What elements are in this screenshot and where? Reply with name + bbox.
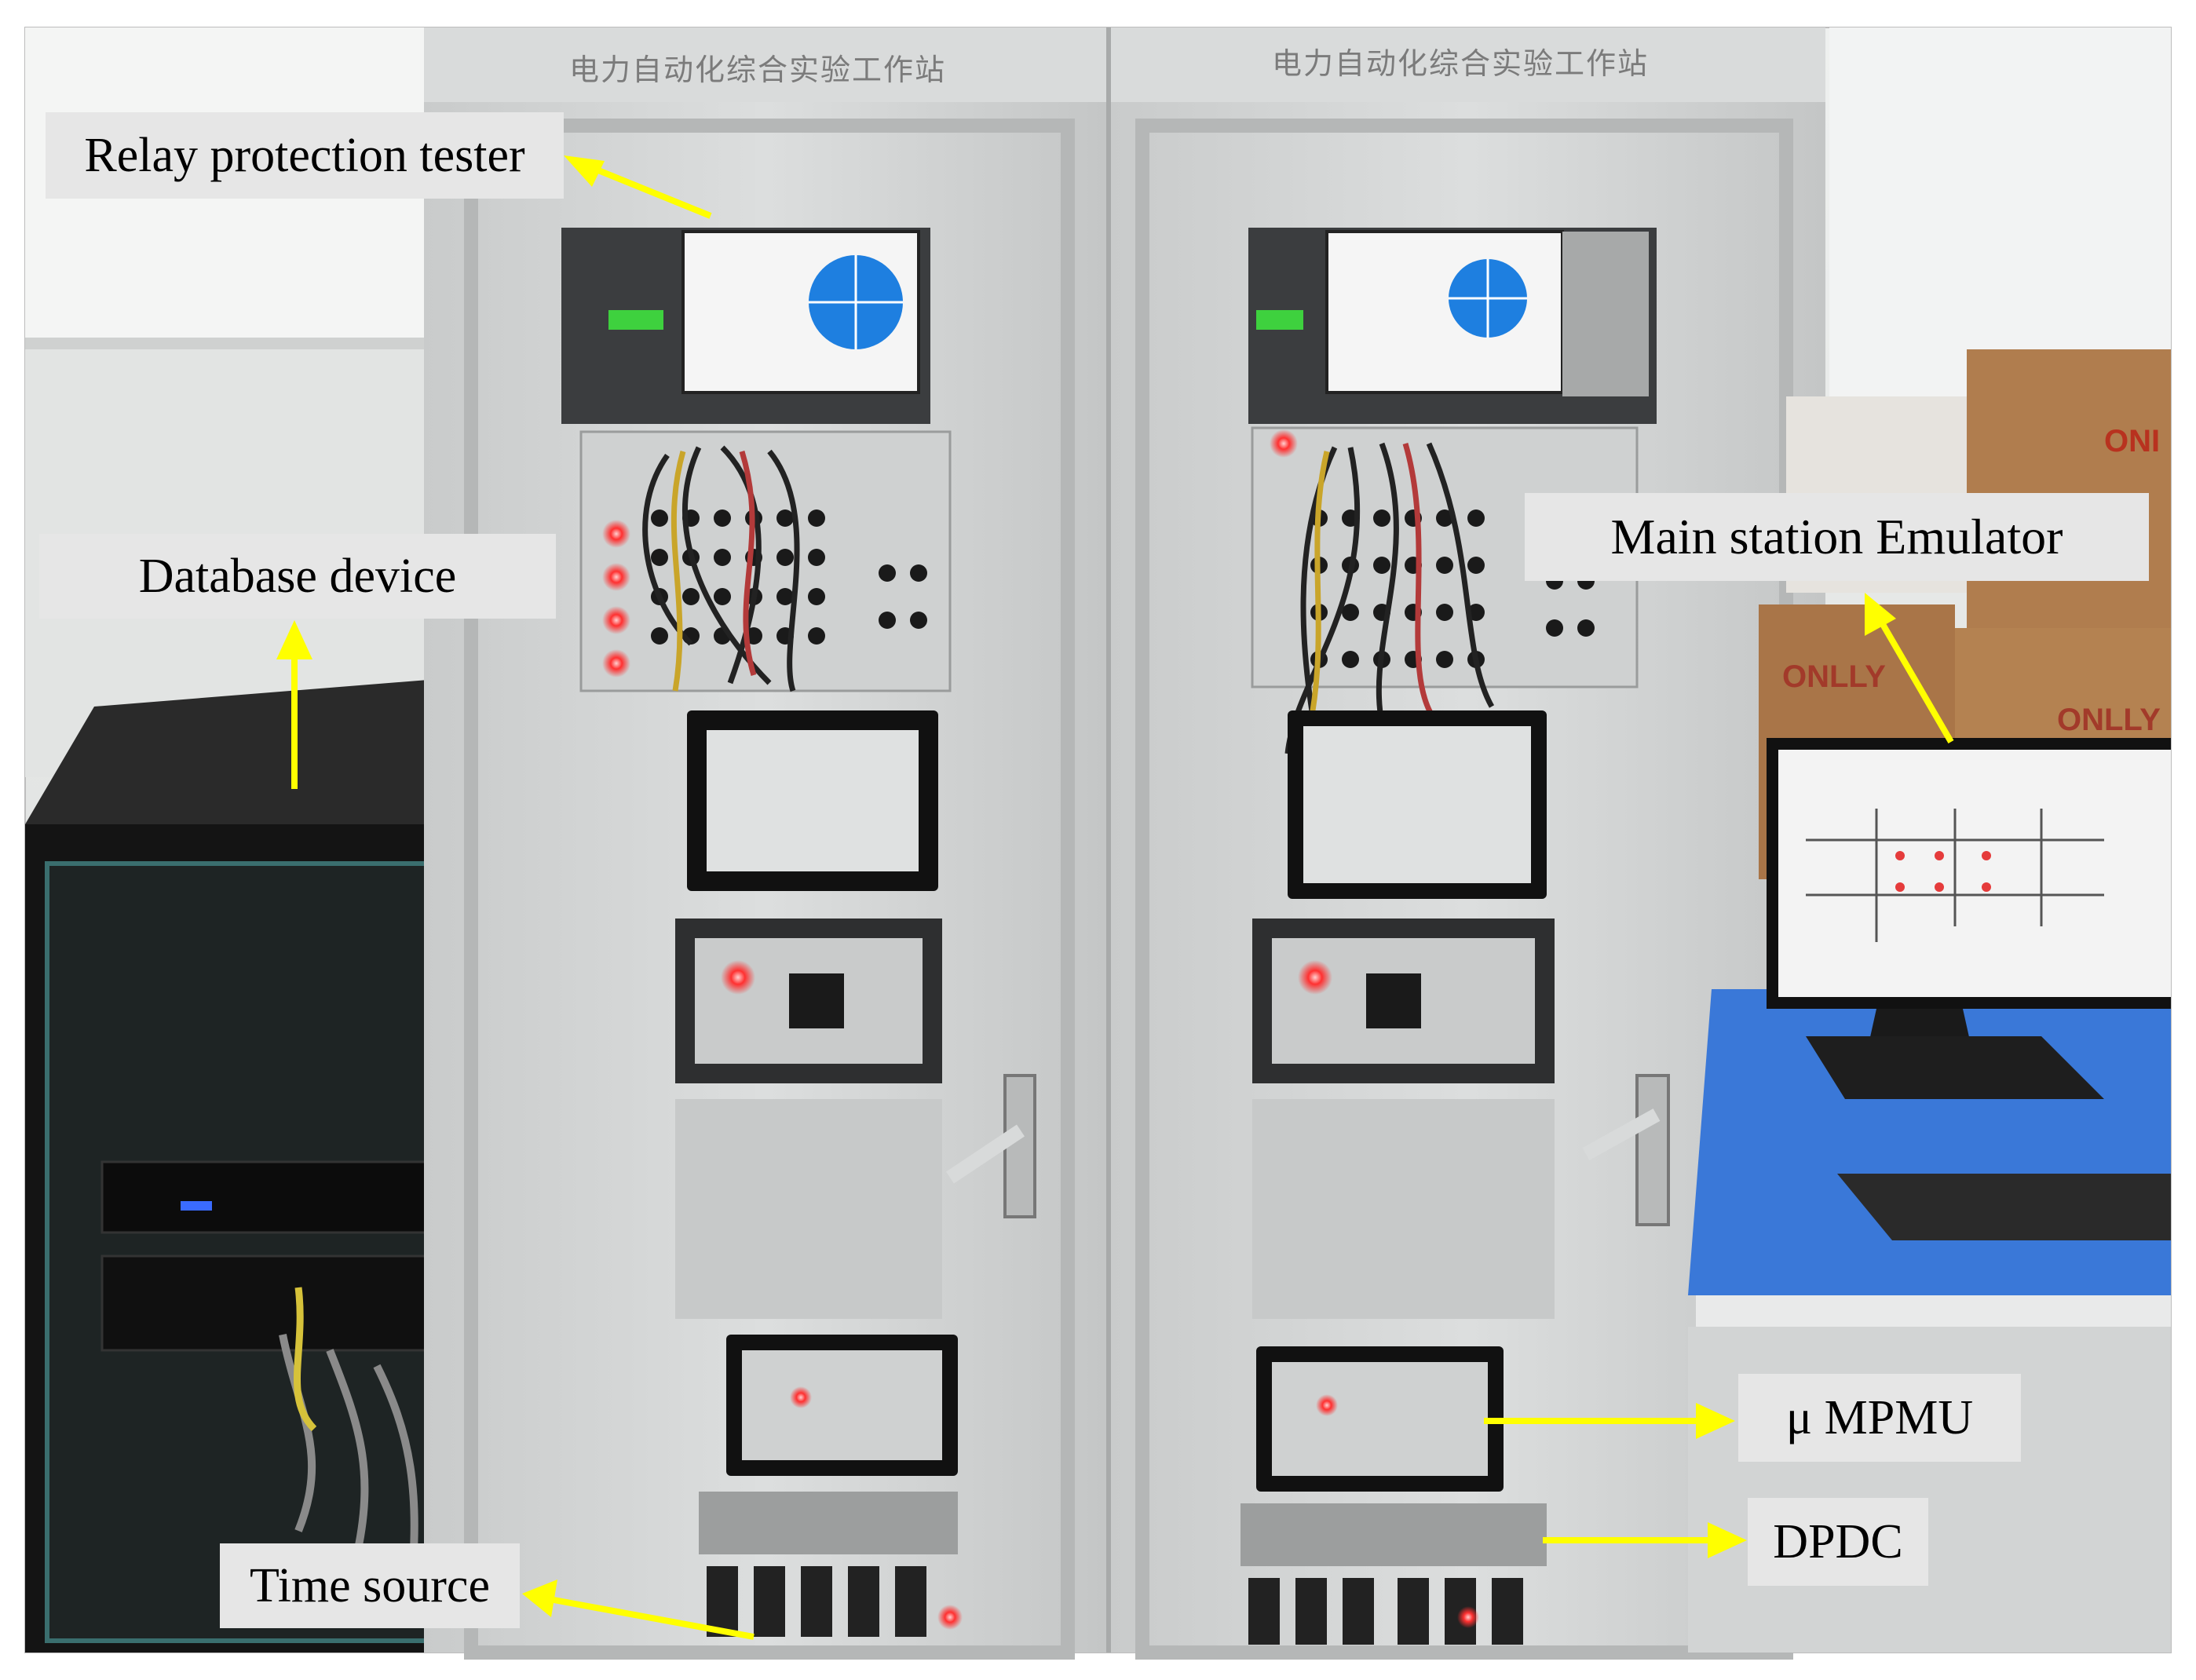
label-relay-protection-tester: Relay protection tester: [46, 112, 564, 199]
rack-cable-yellow: [294, 1287, 317, 1432]
arrow-mu-mpmu: [1484, 1403, 1735, 1439]
wall-shelf: [25, 338, 433, 349]
dpdc-left: [699, 1492, 958, 1554]
tester-right-led: [1256, 310, 1303, 330]
door-left-frame: [464, 119, 1075, 1660]
monitor-screen: [1778, 750, 2171, 997]
dpdc-right: [1241, 1503, 1547, 1566]
breakers-left: [707, 1566, 926, 1637]
rack-unit-2: [100, 1255, 433, 1352]
monitor-foot: [1806, 1036, 2104, 1099]
label-main-station-emulator: Main station Emulator: [1525, 493, 2149, 581]
tester-right-screen: [1325, 230, 1564, 394]
arrow-relay-protection-tester: [564, 155, 712, 219]
cabinet-left-header-text: 电力自动化综合实验工作站: [569, 53, 947, 87]
rack-unit-1: [100, 1160, 433, 1234]
label-time-source: Time source: [220, 1543, 520, 1628]
server-rack-door: [45, 861, 489, 1643]
cabinet-right-header: [1111, 27, 1825, 102]
test-leads-right: [1284, 442, 1495, 754]
cabinet-right-header-text: 电力自动化综合实验工作站: [1272, 46, 1650, 81]
carton-marking-3: ONI: [2104, 424, 2160, 458]
arrow-time-source: [522, 1580, 755, 1640]
blank-panel-left: [675, 1099, 942, 1319]
breakers-right: [1248, 1578, 1523, 1645]
label-mu-mpmu: μ MPMU: [1738, 1374, 2021, 1462]
blank-panel-right: [1252, 1099, 1555, 1319]
door-handle-left: [1003, 1074, 1036, 1218]
tester-left-led: [608, 310, 663, 330]
cabinet-left-header: [424, 27, 1107, 102]
carton-marking-1: ONLLY: [1782, 659, 1886, 694]
terminal-panel-left: [579, 430, 952, 692]
server-rack-top: [25, 675, 502, 824]
arrow-database-device: [276, 620, 312, 789]
monitor-diagram: [1806, 809, 2104, 942]
rack-led: [181, 1201, 212, 1211]
label-dpdc: DPDC: [1748, 1498, 1928, 1586]
arrow-main-station-emulator: [1865, 593, 1954, 744]
carton-marking-2: ONLLY: [2057, 703, 2161, 737]
keyboard: [1837, 1174, 2171, 1240]
test-leads-left: [642, 445, 800, 692]
arrow-dpdc: [1543, 1522, 1747, 1558]
monitor-red-dots: [1895, 851, 1991, 892]
label-database-device: Database device: [39, 534, 556, 619]
door-handle-right: [1635, 1074, 1670, 1226]
terminal-lights-left: [602, 520, 630, 677]
monitor-stand: [1869, 1009, 1971, 1044]
